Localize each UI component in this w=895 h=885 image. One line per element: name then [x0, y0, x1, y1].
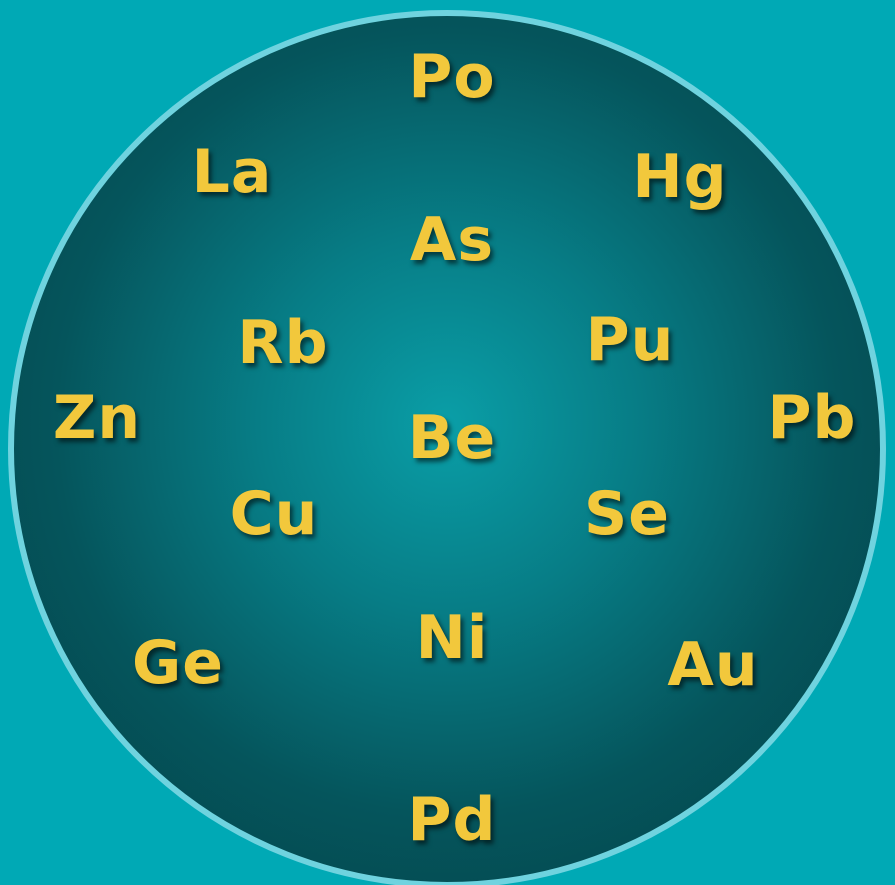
- element-symbol-ni: Ni: [415, 603, 489, 673]
- element-symbol-rb: Rb: [237, 308, 329, 378]
- element-symbol-au: Au: [667, 630, 759, 700]
- element-symbol-se: Se: [584, 479, 670, 549]
- element-symbol-be: Be: [407, 403, 497, 473]
- element-symbol-zn: Zn: [52, 383, 142, 453]
- element-symbol-hg: Hg: [632, 142, 728, 212]
- element-symbol-pd: Pd: [407, 785, 497, 855]
- element-symbol-po: Po: [408, 42, 496, 112]
- element-symbol-pb: Pb: [767, 383, 857, 453]
- element-symbol-cu: Cu: [229, 479, 319, 549]
- element-symbol-la: La: [191, 137, 273, 207]
- element-symbol-pu: Pu: [585, 305, 675, 375]
- element-symbol-as: As: [409, 205, 495, 275]
- dark-teal-circle: [8, 10, 886, 885]
- element-symbol-ge: Ge: [132, 628, 224, 698]
